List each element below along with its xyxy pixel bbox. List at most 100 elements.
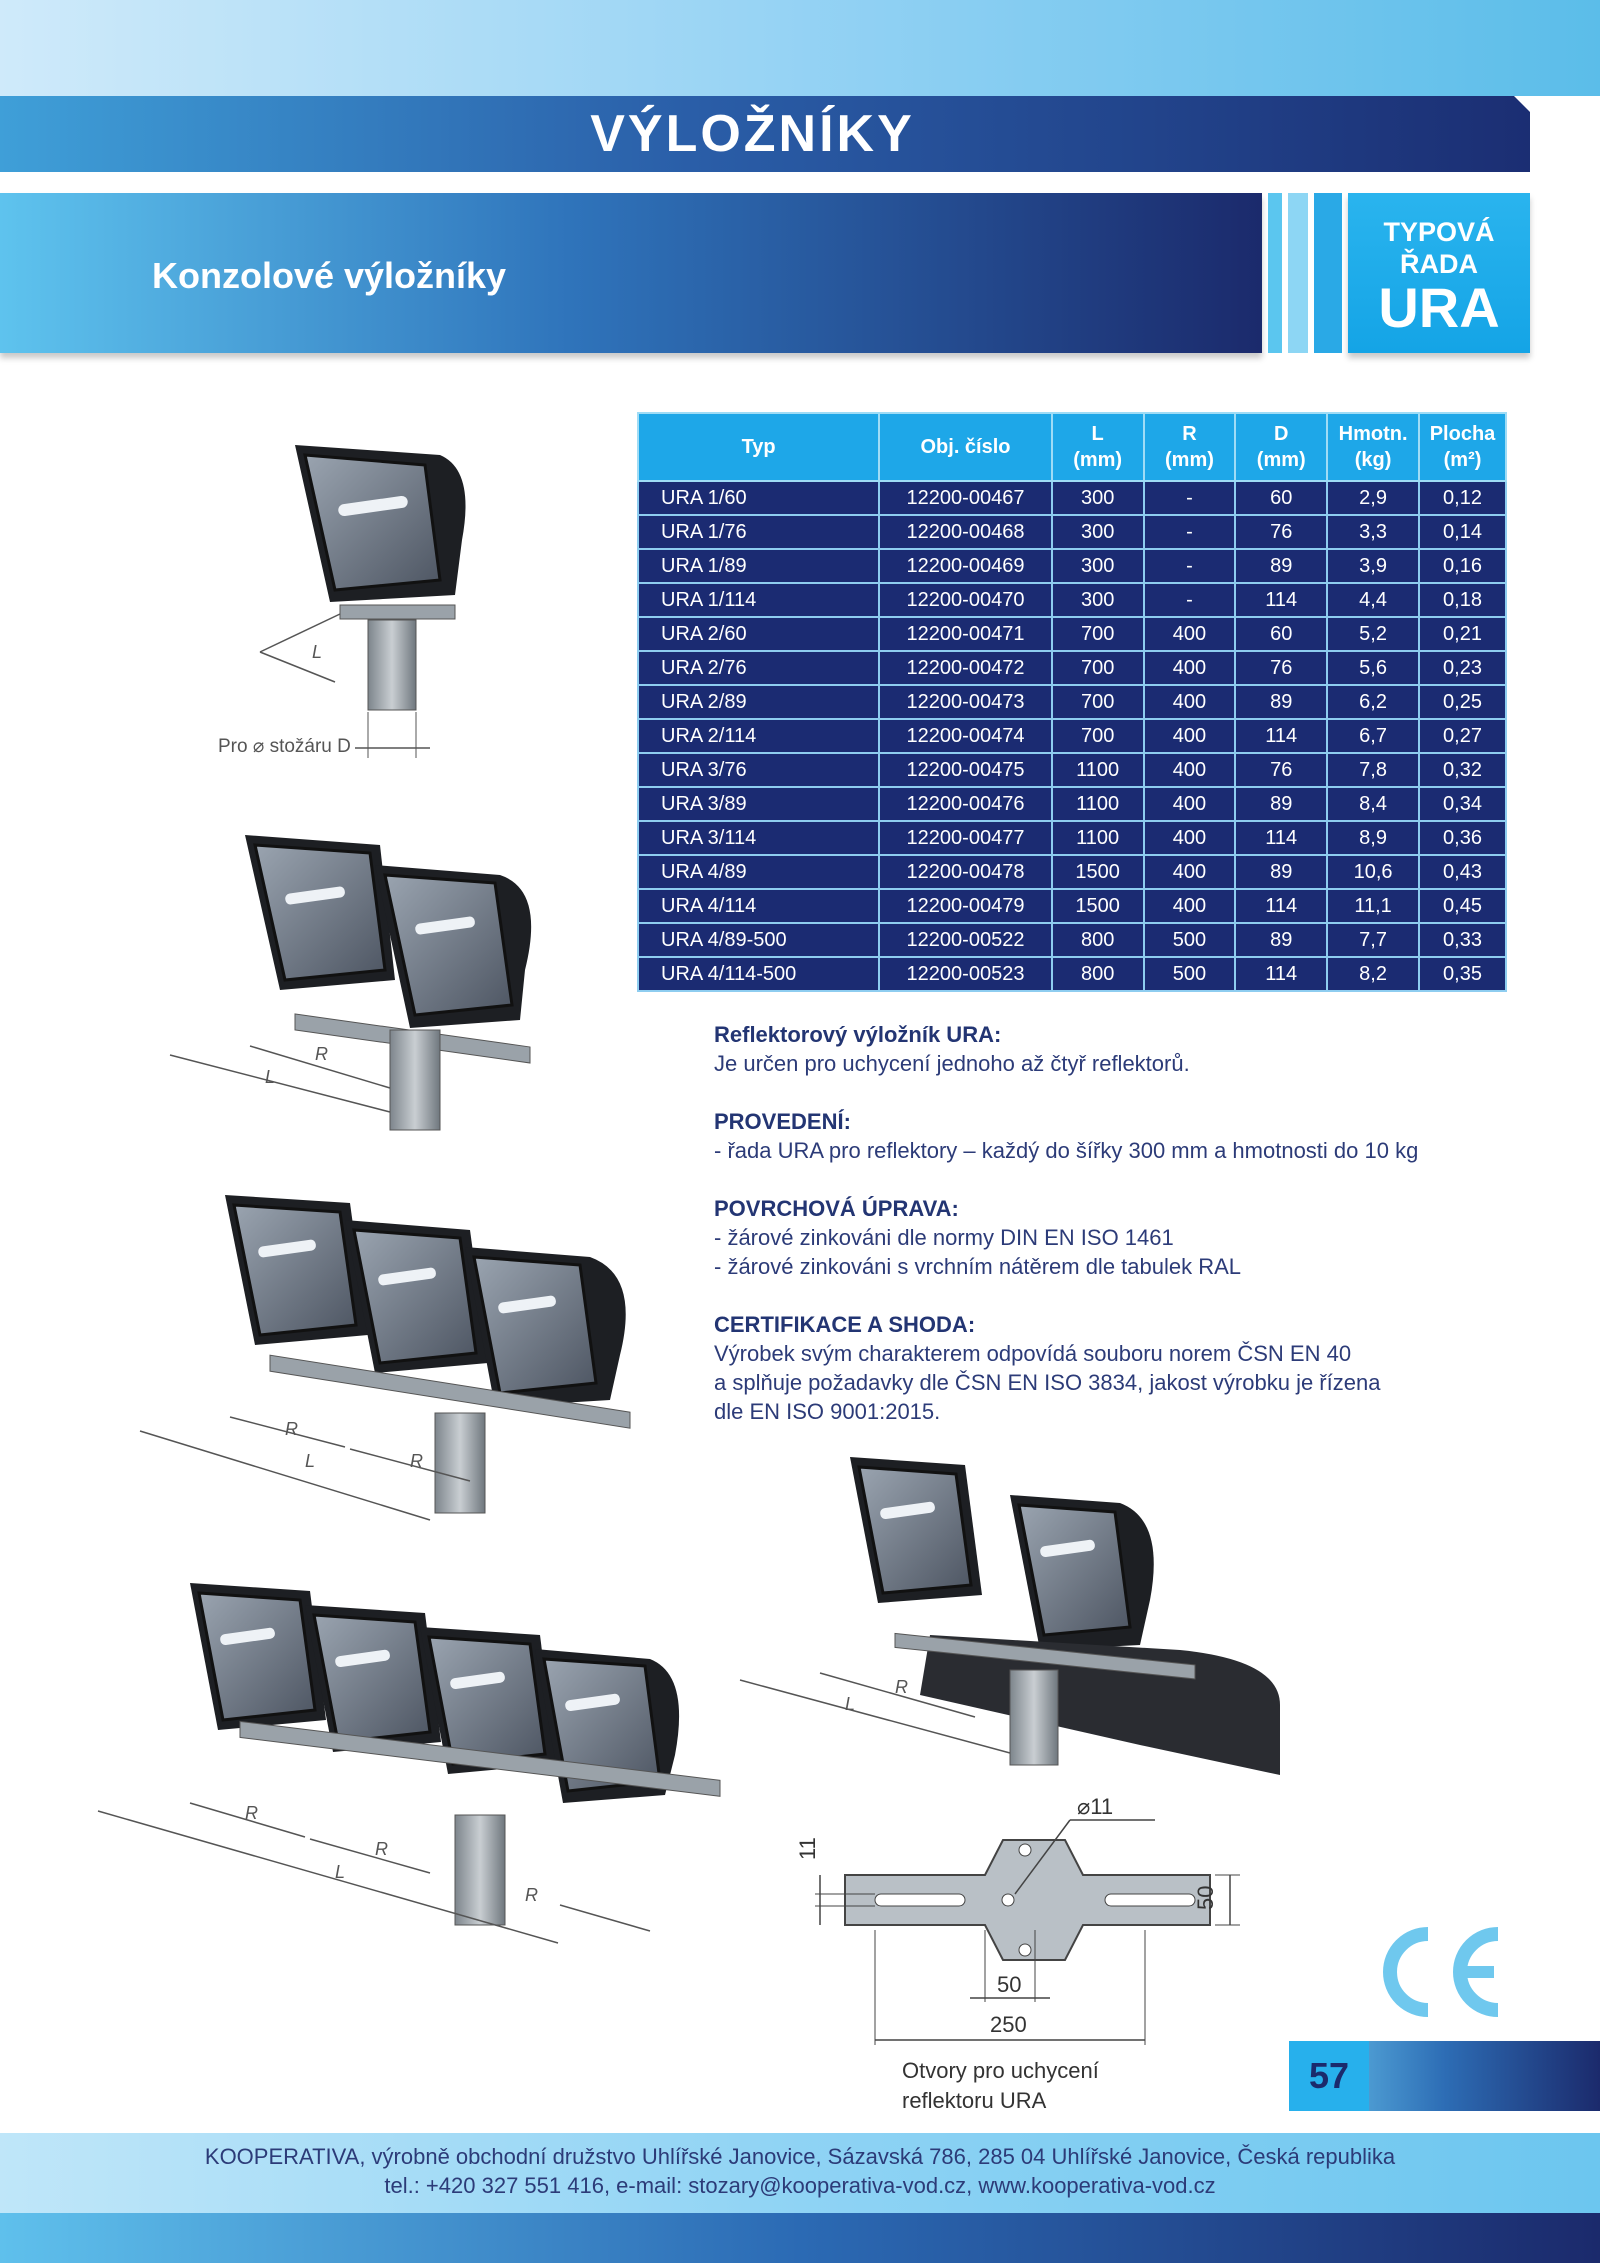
cell-l: 700 [1050,718,1145,754]
drawing-ura-500: R L [739,1457,1280,1775]
cell-typ: URA 3/89 [636,786,881,822]
cell-plocha: 0,25 [1418,684,1507,720]
reflector-icon [190,1583,326,1730]
cell-obj: 12200-00468 [878,514,1053,550]
desc-text: Výrobek svým charakterem odpovídá soubor… [714,1341,1352,1366]
col-header-obj: Obj. číslo [878,412,1053,482]
cell-obj: 12200-00473 [878,684,1053,720]
cell-l: 1500 [1050,854,1145,890]
cell-obj: 12200-00472 [878,650,1053,686]
pole-icon [454,1814,506,1926]
cell-hmotn: 2,9 [1326,480,1421,516]
title-bar: VÝLOŽNÍKY [0,96,1530,172]
cell-obj: 12200-00478 [878,854,1053,890]
cell-d: 76 [1234,650,1329,686]
dim-250: 250 [990,2012,1027,2037]
cell-hmotn: 3,9 [1326,548,1421,584]
footer-bottom-band [0,2213,1600,2263]
cell-hmotn: 6,7 [1326,718,1421,754]
mounting-caption-line: Otvory pro uchycení [902,2058,1099,2083]
cell-typ: URA 4/89-500 [636,922,881,958]
desc-heading: CERTIFIKACE A SHODA: [714,1312,976,1337]
desc-povrch: POVRCHOVÁ ÚPRAVA: - žárové zinkováni dle… [714,1194,1241,1281]
cell-plocha: 0,18 [1418,582,1507,618]
cell-l: 700 [1050,650,1145,686]
cell-d: 114 [1234,718,1329,754]
cell-d: 114 [1234,820,1329,856]
cell-plocha: 0,32 [1418,752,1507,788]
mounting-plate-drawing: ⌀11 11 50 50 250 [795,1794,1240,2045]
cell-r: 400 [1142,854,1237,890]
top-band [0,0,1600,96]
cell-typ: URA 1/89 [636,548,881,584]
cell-hmotn: 8,4 [1326,786,1421,822]
dim-label-l: L [265,1067,275,1087]
col-header-d: D(mm) [1234,412,1329,482]
cell-obj: 12200-00469 [878,548,1053,584]
series-label-1: TYPOVÁ [1383,217,1495,247]
cell-r: - [1142,582,1237,618]
reflector-icon [375,865,532,1028]
cell-l: 800 [1050,956,1145,992]
cell-d: 114 [1234,582,1329,618]
cell-typ: URA 2/89 [636,684,881,720]
cell-hmotn: 6,2 [1326,684,1421,720]
cell-r: 400 [1142,888,1237,924]
cell-plocha: 0,12 [1418,480,1507,516]
cell-plocha: 0,45 [1418,888,1507,924]
table-header-row: Typ Obj. číslo L(mm) R(mm) D(mm) Hmotn.(… [636,412,1507,482]
cell-obj: 12200-00467 [878,480,1053,516]
drawing-ura-1: L [259,445,466,758]
cell-plocha: 0,21 [1418,616,1507,652]
series-name: URA [1378,276,1500,339]
cell-hmotn: 7,8 [1326,752,1421,788]
reflector-icon [245,835,395,990]
reflector-icon [850,1457,982,1603]
cell-typ: URA 2/114 [636,718,881,754]
cell-r: 400 [1142,752,1237,788]
cell-hmotn: 8,2 [1326,956,1421,992]
desc-intro: Reflektorový výložník URA: Je určen pro … [714,1020,1190,1078]
cell-d: 89 [1234,786,1329,822]
cell-d: 114 [1234,956,1329,992]
cell-l: 800 [1050,922,1145,958]
dim-50-bottom: 50 [997,1972,1021,1997]
decor-stripe [1314,193,1342,353]
cell-d: 89 [1234,922,1329,958]
page-number: 57 [1289,2041,1369,2111]
cell-l: 1100 [1050,752,1145,788]
cell-r: 400 [1142,684,1237,720]
reflector-icon [345,1220,488,1373]
cell-l: 700 [1050,684,1145,720]
cell-obj: 12200-00523 [878,956,1053,992]
cell-typ: URA 2/60 [636,616,881,652]
cell-d: 76 [1234,514,1329,550]
cell-r: 400 [1142,718,1237,754]
cell-typ: URA 4/114 [636,888,881,924]
footer-contact: tel.: +420 327 551 416, e-mail: stozary@… [384,2173,1216,2198]
dim-label-r: R [315,1044,328,1064]
cell-l: 1100 [1050,820,1145,856]
series-label-2: ŘADA [1400,249,1478,279]
decor-stripe [1288,193,1308,353]
dim-label-r: R [410,1451,423,1471]
footer: KOOPERATIVA, výrobně obchodní družstvo U… [0,2133,1600,2213]
cell-obj: 12200-00475 [878,752,1053,788]
pole-icon [367,619,417,711]
pole-icon [434,1412,486,1514]
cell-hmotn: 10,6 [1326,854,1421,890]
cell-typ: URA 3/114 [636,820,881,856]
cell-r: - [1142,548,1237,584]
cell-hmotn: 5,2 [1326,616,1421,652]
cell-r: 500 [1142,956,1237,992]
cell-hmotn: 8,9 [1326,820,1421,856]
cell-hmotn: 7,7 [1326,922,1421,958]
cell-d: 60 [1234,616,1329,652]
